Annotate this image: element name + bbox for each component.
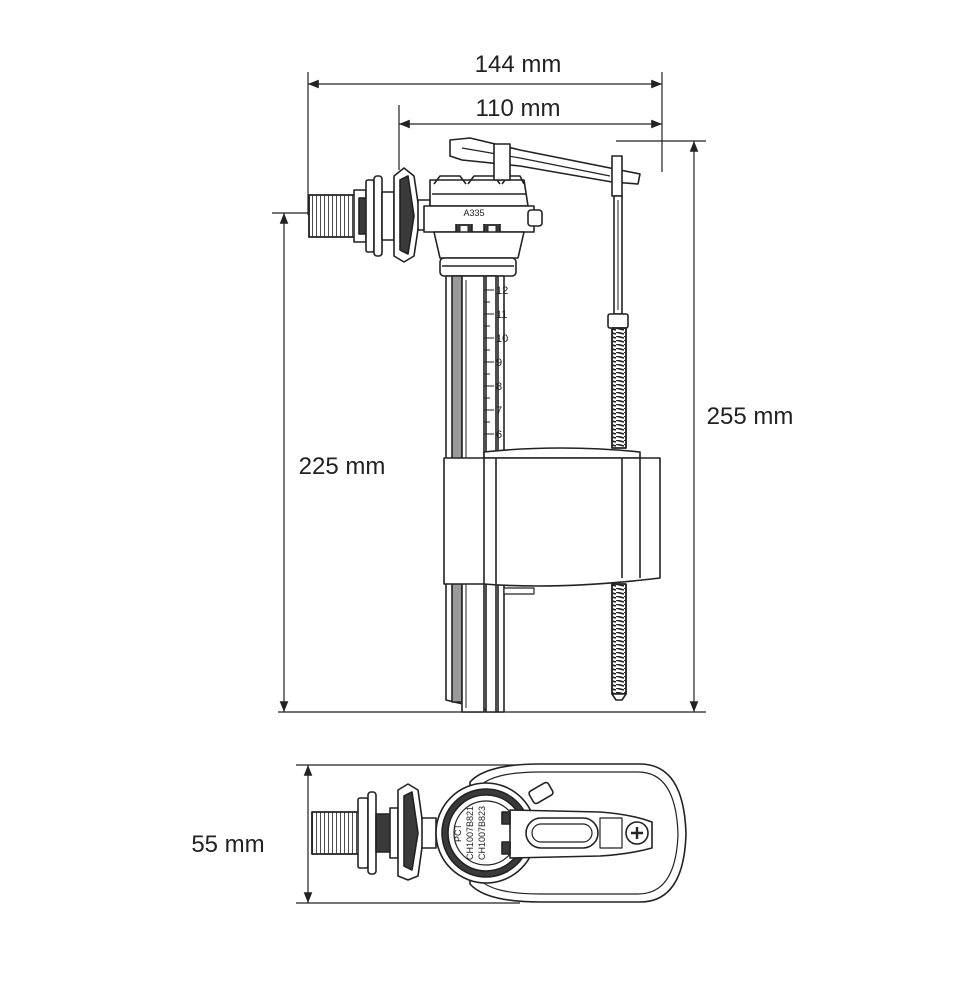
valve-label: A335	[463, 208, 484, 218]
dim-255-label: 255 mm	[707, 403, 794, 430]
valve-head: A335	[423, 175, 543, 277]
float-rod	[607, 155, 629, 701]
scale-number: 8	[496, 381, 502, 393]
scale-number: 12	[496, 285, 508, 297]
dim-55-label: 55 mm	[191, 831, 264, 858]
lever-arm	[449, 137, 641, 185]
dimension-labels: 144 mm 110 mm 255 mm 225 mm 55 mm	[191, 51, 793, 858]
top-inlet-shank	[311, 783, 437, 881]
top-label-3: CH1007B823	[477, 806, 487, 860]
scale-number: 11	[496, 309, 507, 321]
top-label-2: CH1007B821	[465, 806, 475, 860]
dim-225-label: 225 mm	[299, 453, 386, 480]
inlet-shank	[308, 167, 431, 263]
scale-number: 6	[496, 429, 502, 441]
side-view: A335	[308, 137, 661, 713]
dimension-lines	[272, 72, 706, 904]
scale-number: 10	[496, 333, 508, 345]
dim-110-label: 110 mm	[476, 95, 561, 122]
scale-number: 9	[496, 357, 502, 369]
top-lever-arm	[501, 809, 653, 859]
dim-144-label: 144 mm	[475, 51, 562, 78]
top-view: PCT CH1007B821 CH1007B823	[311, 763, 687, 903]
top-label-1: PCT	[453, 823, 463, 842]
height-scale: 12 11 10 9 8 7 6	[483, 284, 508, 446]
scale-number: 7	[496, 405, 502, 417]
float-body	[443, 447, 661, 595]
